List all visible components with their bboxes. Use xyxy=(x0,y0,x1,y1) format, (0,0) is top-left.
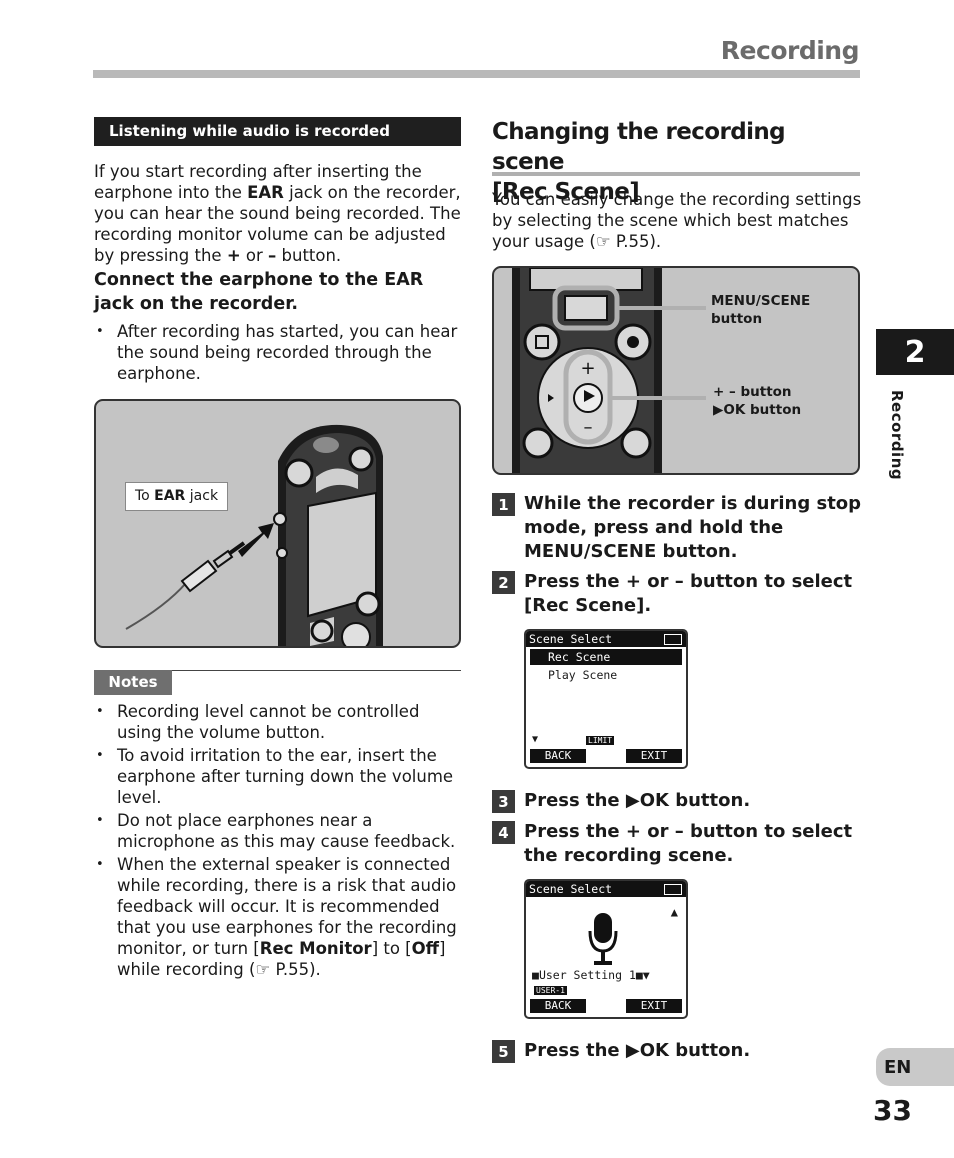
step-number: 5 xyxy=(492,1040,515,1063)
mic-icon: ▼ xyxy=(532,734,539,745)
list-item: Do not place earphones near a microphone… xyxy=(94,810,464,852)
lcd-title: Scene Select xyxy=(526,631,686,647)
ear-jack-callout: To EAR jack xyxy=(125,482,228,511)
header-rule xyxy=(93,70,860,78)
battery-icon xyxy=(664,884,682,895)
earphone-illustration xyxy=(94,399,461,648)
plus-minus-ok-label: + – button ▶OK button xyxy=(713,384,802,418)
lcd-back-button[interactable]: BACK xyxy=(530,749,586,763)
lcd-title: Scene Select xyxy=(526,881,686,897)
scene-name: ■User Setting 1■▼ xyxy=(532,968,650,982)
connect-earphone-heading: Connect the earphone to the EAR jack on … xyxy=(94,270,424,314)
lcd-exit-button[interactable]: EXIT xyxy=(626,749,682,763)
limit-badge: LIMIT xyxy=(586,736,615,745)
step-number: 2 xyxy=(492,571,515,594)
section-intro: You can easily change the recording sett… xyxy=(492,190,862,251)
recorder-buttons-drawing: + – xyxy=(512,268,706,473)
step-text: Press the + or – button to select [Rec S… xyxy=(524,571,853,616)
step-text: Press the ▶OK button. xyxy=(524,1040,751,1061)
svg-text:–: – xyxy=(584,417,593,438)
page-number: 33 xyxy=(873,1094,912,1127)
lcd-back-button[interactable]: BACK xyxy=(530,999,586,1013)
step-number: 4 xyxy=(492,821,515,844)
lcd-exit-button[interactable]: EXIT xyxy=(626,999,682,1013)
chapter-tab[interactable]: 2 xyxy=(876,329,954,375)
section-heading: Changing the recording scene [Rec Scene] xyxy=(492,119,786,205)
recorder-buttons-illustration: + – xyxy=(492,266,860,475)
bullet-list: After recording has started, you can hea… xyxy=(94,321,464,384)
user-badge: USER-1 xyxy=(534,986,567,995)
language-tab: EN xyxy=(876,1048,954,1086)
step-text: Press the + or – button to select the re… xyxy=(524,821,853,866)
svg-text:+: + xyxy=(580,358,595,379)
lcd-row-play-scene[interactable]: Play Scene xyxy=(548,668,618,682)
step-3: 3 Press the ▶OK button. xyxy=(492,789,864,813)
notes-label: Notes xyxy=(94,670,172,695)
battery-icon xyxy=(664,634,682,645)
list-item: After recording has started, you can hea… xyxy=(94,321,464,384)
chapter-tab-label: Recording xyxy=(888,390,906,481)
reference-icon: ☞ xyxy=(255,960,271,979)
lcd-scene-select-menu: Scene Select Rec Scene Play Scene ▼ LIMI… xyxy=(524,629,688,769)
list-item: Recording level cannot be controlled usi… xyxy=(94,701,464,743)
step-number: 1 xyxy=(492,493,515,516)
step-text: Press the ▶OK button. xyxy=(524,790,751,811)
microphone-icon xyxy=(588,913,618,965)
intro-paragraph: If you start recording after inserting t… xyxy=(94,162,461,265)
notes-rule xyxy=(94,670,461,671)
recorder-earphone-drawing xyxy=(125,424,383,646)
lcd-row-rec-scene[interactable]: Rec Scene xyxy=(530,649,682,665)
step-5: 5 Press the ▶OK button. xyxy=(492,1039,864,1063)
step-1: 1 While the recorder is during stop mode… xyxy=(492,492,864,564)
up-arrow-icon[interactable]: ▲ xyxy=(670,905,678,919)
menu-scene-label: MENU/SCENE button xyxy=(711,293,811,327)
lcd-scene-select-user: Scene Select ▲ ■User Setting 1■▼ USER-1 … xyxy=(524,879,688,1019)
step-2: 2 Press the + or – button to select [Rec… xyxy=(492,570,864,618)
step-text: While the recorder is during stop mode, … xyxy=(524,493,862,562)
step-4: 4 Press the + or – button to select the … xyxy=(492,820,864,868)
list-item: To avoid irritation to the ear, insert t… xyxy=(94,745,464,808)
list-item: When the external speaker is connected w… xyxy=(94,854,464,980)
subheading-listening: Listening while audio is recorded xyxy=(94,117,461,146)
reference-icon: ☞ xyxy=(595,232,611,251)
notes-list: Recording level cannot be controlled usi… xyxy=(94,701,464,982)
section-heading-rule xyxy=(492,172,860,176)
page-header-title: Recording xyxy=(720,36,860,65)
step-number: 3 xyxy=(492,790,515,813)
